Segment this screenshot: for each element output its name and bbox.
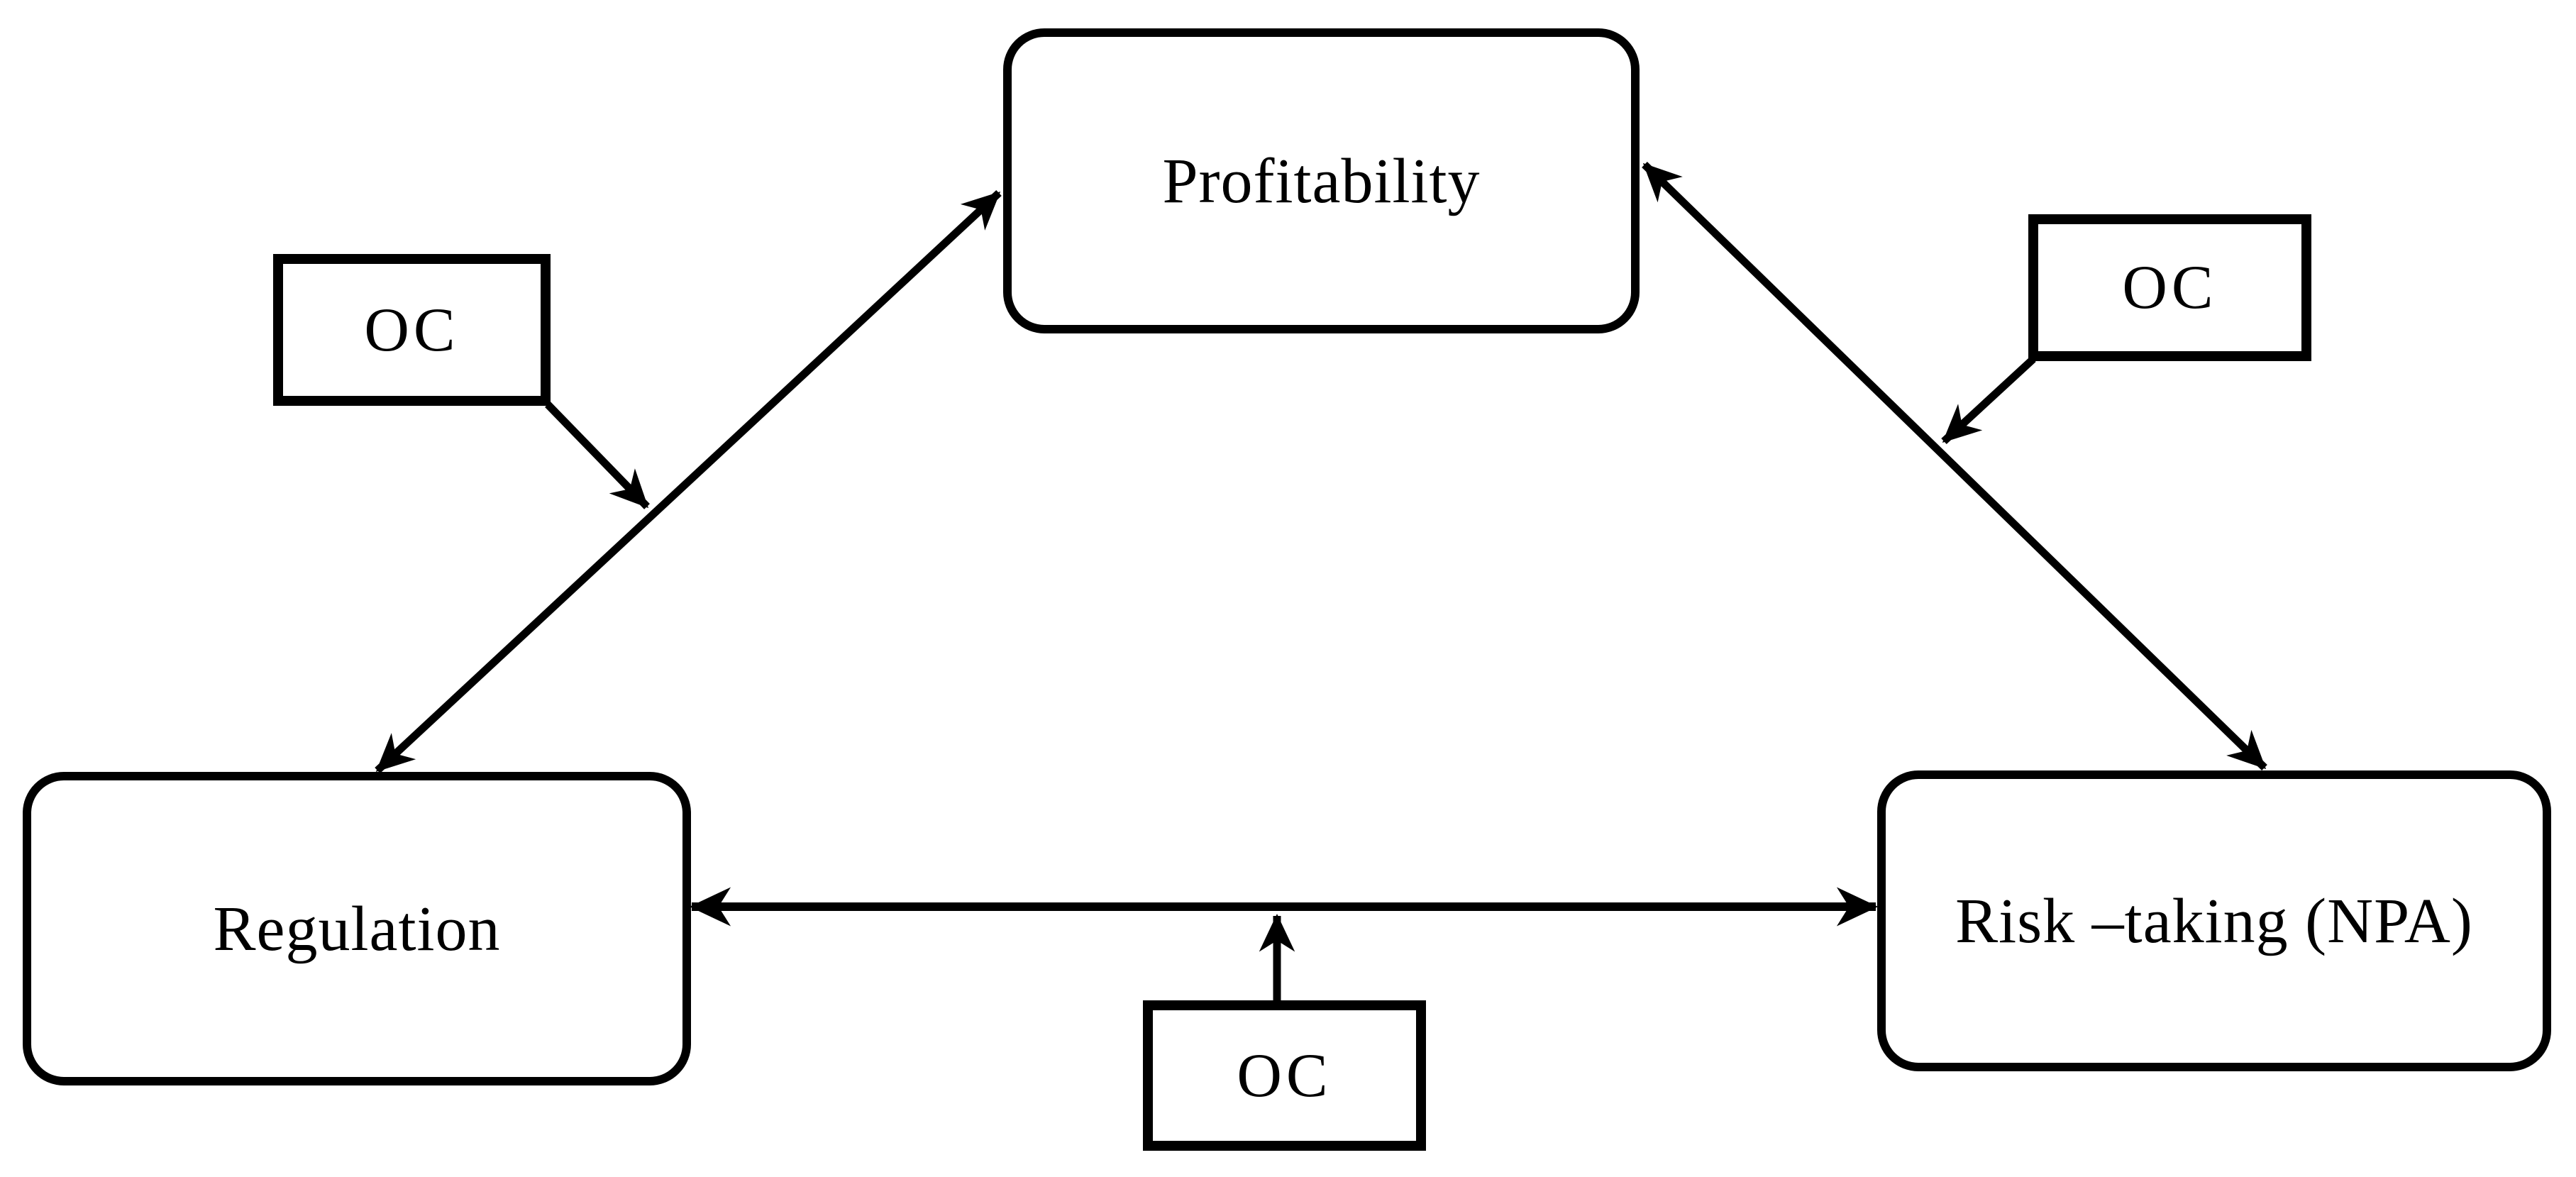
moderator-oc-top-left-label: OC [364, 295, 460, 365]
node-regulation: Regulation [23, 772, 691, 1085]
moderator-oc-top-right: OC [2028, 214, 2311, 361]
node-risk-taking: Risk –taking (NPA) [1877, 770, 2551, 1071]
arrow-oc-left-moderation [545, 402, 650, 509]
node-risk-taking-label: Risk –taking (NPA) [1955, 885, 2473, 956]
moderator-oc-top-right-label: OC [2122, 253, 2218, 322]
arrow-profitability-risk [1642, 162, 2267, 770]
node-profitability-label: Profitability [1162, 145, 1481, 216]
node-profitability: Profitability [1003, 28, 1640, 333]
moderator-oc-top-left: OC [273, 254, 551, 406]
arrow-oc-right-moderation [1941, 355, 2036, 445]
moderator-oc-bottom-label: OC [1237, 1041, 1332, 1110]
arrow-regulation-profitability [375, 189, 1002, 774]
moderator-oc-bottom: OC [1143, 1000, 1426, 1151]
node-regulation-label: Regulation [213, 893, 501, 964]
